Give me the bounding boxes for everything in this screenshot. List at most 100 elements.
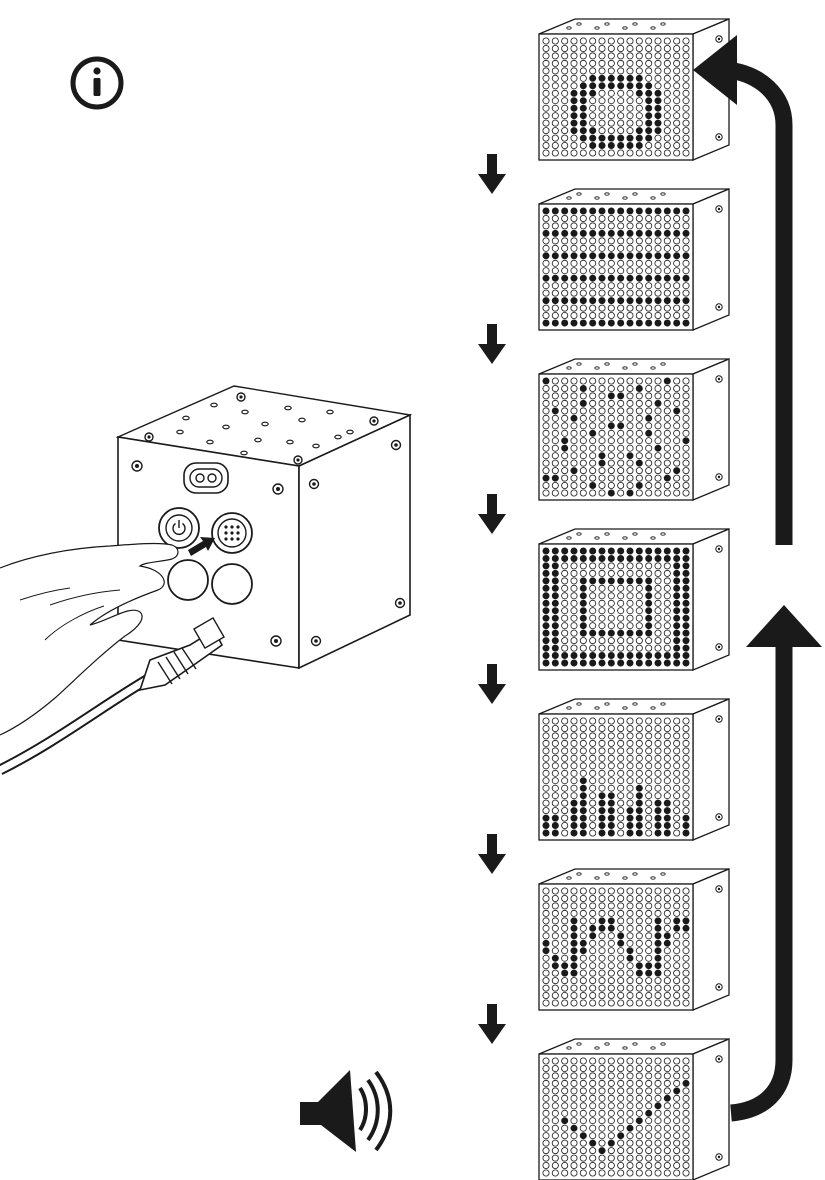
led-off xyxy=(571,770,577,776)
led-off xyxy=(552,770,558,776)
led-off xyxy=(636,978,642,984)
led-off xyxy=(543,68,549,74)
led-off xyxy=(655,630,661,636)
led-on xyxy=(608,808,614,814)
led-off xyxy=(655,570,661,576)
led-off xyxy=(562,260,568,266)
led-off xyxy=(664,482,670,488)
led-off xyxy=(655,910,661,916)
led-off xyxy=(599,438,605,444)
led-off xyxy=(599,223,605,229)
screw-center xyxy=(718,38,720,40)
led-off xyxy=(683,778,689,784)
led-off xyxy=(590,718,596,724)
led-off xyxy=(618,60,624,66)
led-off xyxy=(674,438,680,444)
led-off xyxy=(636,215,642,221)
led-off xyxy=(599,725,605,731)
led-off xyxy=(627,385,633,391)
led-off xyxy=(636,393,642,399)
led-on xyxy=(636,548,642,554)
led-off xyxy=(646,1095,652,1101)
led-off xyxy=(608,378,614,384)
volume-down-button[interactable] xyxy=(168,560,208,600)
led-off xyxy=(562,305,568,311)
led-off xyxy=(599,645,605,651)
led-off xyxy=(562,563,568,569)
led-off xyxy=(636,1148,642,1154)
led-on xyxy=(636,275,642,281)
led-off xyxy=(646,45,652,51)
led-on xyxy=(655,320,661,326)
volume-up-button[interactable] xyxy=(212,564,252,604)
power-button[interactable] xyxy=(159,508,199,548)
led-off xyxy=(674,992,680,998)
led-on xyxy=(627,453,633,459)
led-off xyxy=(674,1065,680,1071)
vent-hole xyxy=(623,877,627,879)
led-off xyxy=(636,903,642,909)
led-off xyxy=(655,785,661,791)
led-on xyxy=(655,918,661,924)
led-off xyxy=(674,970,680,976)
led-on xyxy=(571,1125,577,1131)
led-off xyxy=(608,593,614,599)
led-off xyxy=(664,645,670,651)
cube-front-face xyxy=(539,544,693,670)
led-off xyxy=(599,888,605,894)
vent-hole xyxy=(567,1047,571,1049)
led-off xyxy=(543,290,549,296)
led-off xyxy=(646,785,652,791)
led-off xyxy=(664,725,670,731)
led-off xyxy=(543,128,549,134)
led-on xyxy=(580,608,586,614)
power-inlet xyxy=(184,463,228,493)
pattern-button[interactable] xyxy=(212,513,252,553)
led-on xyxy=(627,1125,633,1131)
led-off xyxy=(590,475,596,481)
led-off xyxy=(562,585,568,591)
led-off xyxy=(552,105,558,111)
led-off xyxy=(571,910,577,916)
led-off xyxy=(655,1080,661,1086)
led-off xyxy=(562,223,568,229)
led-off xyxy=(590,888,596,894)
led-off xyxy=(655,305,661,311)
vent-hole xyxy=(605,363,609,365)
led-off xyxy=(664,585,670,591)
led-off xyxy=(590,600,596,606)
led-off xyxy=(608,445,614,451)
led-off xyxy=(646,453,652,459)
led-off xyxy=(590,585,596,591)
led-off xyxy=(664,312,670,318)
led-off xyxy=(571,68,577,74)
led-on xyxy=(580,815,586,821)
led-off xyxy=(646,903,652,909)
led-off xyxy=(590,385,596,391)
led-off xyxy=(552,1000,558,1006)
led-off xyxy=(636,260,642,266)
led-off xyxy=(562,135,568,141)
led-on xyxy=(618,75,624,81)
led-off xyxy=(562,793,568,799)
led-off xyxy=(590,778,596,784)
led-off xyxy=(562,925,568,931)
led-off xyxy=(552,1110,558,1116)
led-on xyxy=(590,253,596,259)
cube-right-face xyxy=(693,529,729,670)
led-on xyxy=(580,593,586,599)
led-off xyxy=(571,763,577,769)
led-off xyxy=(608,38,614,44)
led-off xyxy=(627,38,633,44)
led-off xyxy=(608,970,614,976)
led-off xyxy=(618,910,624,916)
led-off xyxy=(590,725,596,731)
led-on xyxy=(599,75,605,81)
led-off xyxy=(571,475,577,481)
led-off xyxy=(655,75,661,81)
led-off xyxy=(627,623,633,629)
led-off xyxy=(655,593,661,599)
led-off xyxy=(543,238,549,244)
led-on xyxy=(674,1088,680,1094)
led-on xyxy=(636,230,642,236)
